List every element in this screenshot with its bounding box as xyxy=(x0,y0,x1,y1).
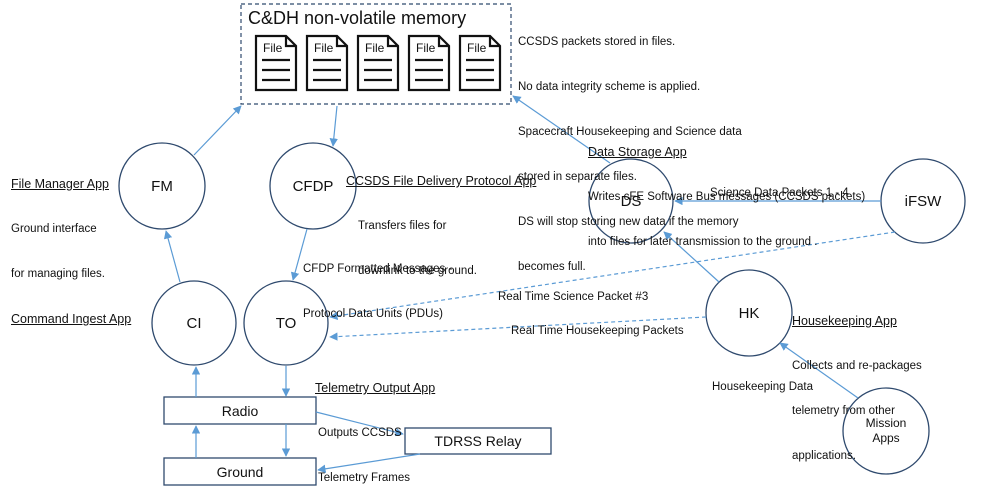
mission-apps-label: Mission Apps xyxy=(843,388,929,474)
file-icon xyxy=(407,34,451,92)
memory-title: C&DH non-volatile memory xyxy=(248,8,467,28)
desc-line: Ground interface xyxy=(11,223,97,235)
ground-label: Ground xyxy=(216,463,264,480)
file-icons xyxy=(254,34,502,92)
file-manager-app-desc: File Manager App Ground interface for ma… xyxy=(11,147,109,297)
memory-note: No data integrity scheme is applied. xyxy=(518,81,701,93)
memory-box xyxy=(240,3,512,105)
ground-box[interactable] xyxy=(163,457,317,486)
rt-housekeeping-label: Real Time Housekeeping Packets xyxy=(511,325,684,337)
desc-line: into files for later transmission to the… xyxy=(588,236,818,248)
radio-box[interactable] xyxy=(163,396,317,425)
to-label: TO xyxy=(275,314,297,332)
desc-line: Writes cFE Software Bus messages (CCSDS … xyxy=(588,191,866,203)
arrow-radio-tdrss xyxy=(315,411,404,437)
cfdp-app-title: CCSDS File Delivery Protocol App xyxy=(346,174,537,188)
flow-line: CFDP Formatted Messages - xyxy=(303,263,453,275)
fm-label: FM xyxy=(151,177,173,195)
arrow-tdrss-ground xyxy=(317,453,421,473)
desc-line: Outputs CCSDS xyxy=(318,427,402,439)
file-label: File xyxy=(314,41,334,55)
radio-label: Radio xyxy=(221,402,259,419)
flow-line: Protocol Data Units (PDUs) xyxy=(303,308,443,320)
desc-line: for managing files. xyxy=(11,268,105,280)
fm-node[interactable] xyxy=(118,142,206,230)
ci-node[interactable] xyxy=(151,280,237,366)
cfdp-to-flow-label: CFDP Formatted Messages - Protocol Data … xyxy=(303,232,452,337)
desc-line: telemetry from other xyxy=(792,405,895,417)
arrow-ifsw-to xyxy=(329,231,896,321)
arrow-ci-fm xyxy=(163,230,181,283)
ds-node[interactable] xyxy=(588,158,674,244)
memory-note: CCSDS packets stored in files. xyxy=(518,36,676,48)
desc-line: Telemetry Frames xyxy=(318,472,411,484)
arrow-ds-memory xyxy=(512,95,611,164)
to-node[interactable] xyxy=(243,280,329,366)
rt-science-label: Real Time Science Packet #3 xyxy=(498,291,649,303)
ds-label: DS xyxy=(620,192,642,210)
mission-apps-node[interactable] xyxy=(842,387,930,475)
file-label: File xyxy=(416,41,436,55)
desc-line: downlink to the ground. xyxy=(358,265,477,277)
arrow-fm-memory xyxy=(193,105,242,156)
memory-note: DS will stop storing new data if the mem… xyxy=(518,216,739,228)
arrow-hk-ds xyxy=(663,231,720,283)
housekeeping-app-title: Housekeeping App xyxy=(792,314,897,328)
memory-notes: CCSDS packets stored in files. No data i… xyxy=(518,5,742,290)
arrow-memory-cfdp xyxy=(329,105,338,147)
housekeeping-app-desc: Housekeeping App Collects and re-package… xyxy=(792,284,922,479)
file-manager-app-title: File Manager App xyxy=(11,177,109,191)
command-ingest-app-title: Command Ingest App xyxy=(11,312,132,326)
ifsw-label: iFSW xyxy=(904,192,942,210)
housekeeping-data-label: Housekeeping Data xyxy=(712,381,814,393)
ci-label: CI xyxy=(186,314,202,332)
cfdp-label: CFDP xyxy=(292,177,334,195)
mission-apps-line: Apps xyxy=(872,431,900,445)
file-icon xyxy=(356,34,400,92)
desc-line: applications. xyxy=(792,450,856,462)
file-label: File xyxy=(467,41,487,55)
file-label: File xyxy=(365,41,385,55)
memory-note: Spacecraft Housekeeping and Science data xyxy=(518,126,742,138)
science-packets-label: Science Data Packets 1 - 4 xyxy=(710,187,849,199)
desc-line: Collects and re-packages xyxy=(792,360,922,372)
file-icon xyxy=(305,34,349,92)
memory-note: stored in separate files. xyxy=(518,171,637,183)
memory-note: becomes full. xyxy=(518,261,586,273)
tdrss-box[interactable] xyxy=(404,427,552,455)
file-icon xyxy=(254,34,298,92)
mission-apps-line: Mission xyxy=(865,416,907,430)
desc-line: Transfers files for xyxy=(358,220,447,232)
telemetry-output-app-desc: Telemetry Output App Outputs CCSDS Telem… xyxy=(315,351,435,501)
file-label: File xyxy=(263,41,283,55)
hk-label: HK xyxy=(738,304,760,322)
telemetry-output-app-title: Telemetry Output App xyxy=(315,381,436,395)
arrow-mission-hk xyxy=(779,342,859,399)
arrow-cfdp-to xyxy=(290,228,308,281)
data-storage-app-title: Data Storage App xyxy=(588,145,687,159)
file-icon xyxy=(458,34,502,92)
cfdp-app-desc: CCSDS File Delivery Protocol App Transfe… xyxy=(346,144,536,294)
data-storage-app-desc: Data Storage App Writes cFE Software Bus… xyxy=(588,115,865,265)
cfdp-node[interactable] xyxy=(269,142,357,230)
tdrss-label: TDRSS Relay xyxy=(434,433,522,449)
hk-node[interactable] xyxy=(705,269,793,357)
